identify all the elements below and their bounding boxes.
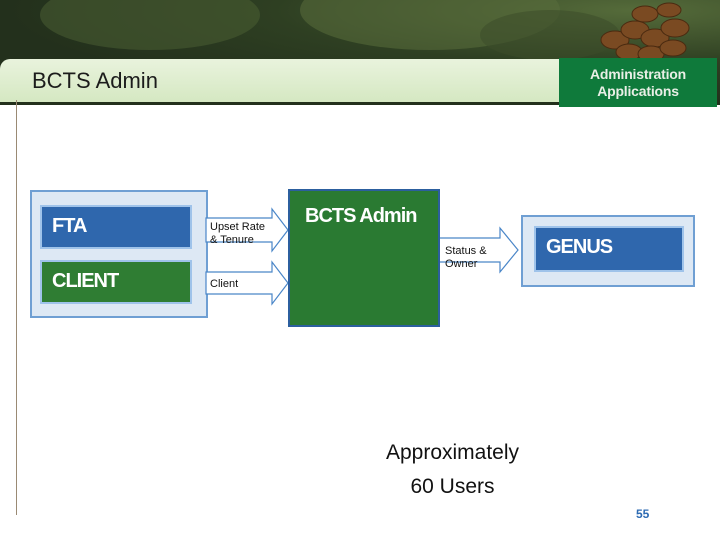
client-arrow-label: Client: [210, 278, 239, 290]
fta-box: FTA: [40, 205, 192, 249]
upset-rate-label: Upset Rate & Tenure: [210, 221, 265, 247]
status-owner-line-2: Owner: [445, 258, 478, 270]
status-owner-arrow: [437, 226, 519, 274]
pine-cone-image: [600, 2, 690, 63]
client-label: CLIENT: [52, 270, 119, 292]
bcts-admin-label: BCTS Admin: [305, 205, 417, 227]
upset-rate-line-1: Upset Rate: [210, 221, 266, 233]
title-bar: [0, 59, 560, 102]
slide-title: BCTS Admin: [32, 68, 158, 93]
genus-box: GENUS: [534, 226, 684, 272]
user-count-text: Approximately 60 Users: [340, 436, 565, 504]
client-box: CLIENT: [40, 260, 192, 304]
status-owner-line-1: Status &: [445, 245, 487, 257]
foliage-shape: [480, 10, 620, 60]
user-count-line-1: Approximately: [385, 441, 520, 464]
left-divider: [16, 100, 17, 515]
badge-line-1: Administration: [590, 65, 686, 82]
status-owner-label: Status & Owner: [445, 245, 487, 271]
administration-applications-badge: Administration Applications: [559, 58, 717, 107]
bcts-admin-box: BCTS Admin: [288, 189, 440, 327]
upset-rate-arrow: [205, 207, 289, 253]
client-arrow: [205, 260, 289, 306]
badge-line-2: Applications: [597, 82, 679, 99]
user-count-line-2: 60 Users: [410, 475, 495, 498]
genus-label: GENUS: [546, 236, 613, 258]
upset-rate-line-2: & Tenure: [210, 234, 254, 246]
fta-label: FTA: [52, 215, 87, 237]
slide-number: 55: [636, 507, 650, 521]
